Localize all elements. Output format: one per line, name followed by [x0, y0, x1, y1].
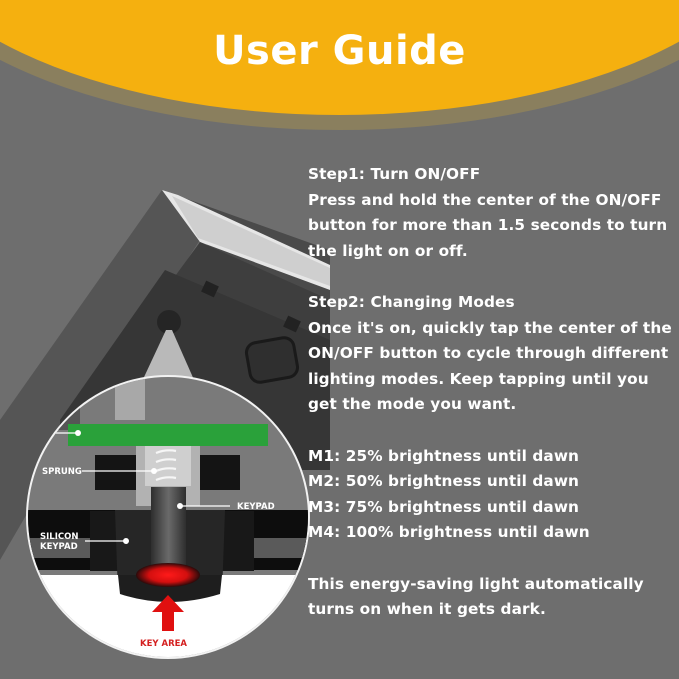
instructions-panel: Step1: Turn ON/OFF Press and hold the ce… [308, 162, 676, 623]
mode-m3: M3: 75% brightness until dawn [308, 497, 580, 516]
power-button-icon [244, 336, 300, 384]
pcb-board [68, 424, 268, 446]
key-glow [136, 563, 200, 587]
label-sprung: SPRUNG [42, 467, 82, 477]
step2-line: lighting modes. Keep tapping until you [308, 369, 649, 388]
footer-note-line: This energy-saving light automatically [308, 574, 644, 593]
page-title: User Guide [213, 28, 466, 74]
step1-heading: Step1: Turn ON/OFF [308, 165, 481, 183]
label-silicon-line1: SILICON [40, 532, 78, 542]
mode-m1: M1: 25% brightness until dawn [308, 446, 580, 465]
step2-heading: Step2: Changing Modes [308, 292, 515, 311]
sensor-icon [157, 310, 181, 334]
label-keypad: KEYPAD [237, 502, 275, 512]
mode-m4: M4: 100% brightness until dawn [308, 523, 590, 542]
up-arrow-icon [152, 595, 184, 631]
label-silicon-line2: KEYPAD [40, 542, 78, 552]
step1-line: the light on or off. [308, 241, 468, 260]
step1-line: Press and hold the center of the ON/OFF [308, 190, 662, 209]
spring-icon [155, 449, 177, 482]
step1-line: button for more than 1.5 seconds to turn [308, 216, 668, 235]
mode-m2: M2: 50% brightness until dawn [308, 472, 580, 491]
step2-line: ON/OFF button to cycle through different [308, 344, 669, 363]
footer-note-line: turns on when it gets dark. [308, 600, 546, 619]
step2-line: Once it's on, quickly tap the center of … [308, 318, 672, 337]
label-key-area: KEY AREA [140, 639, 187, 649]
step2-line: get the mode you want. [308, 395, 517, 414]
